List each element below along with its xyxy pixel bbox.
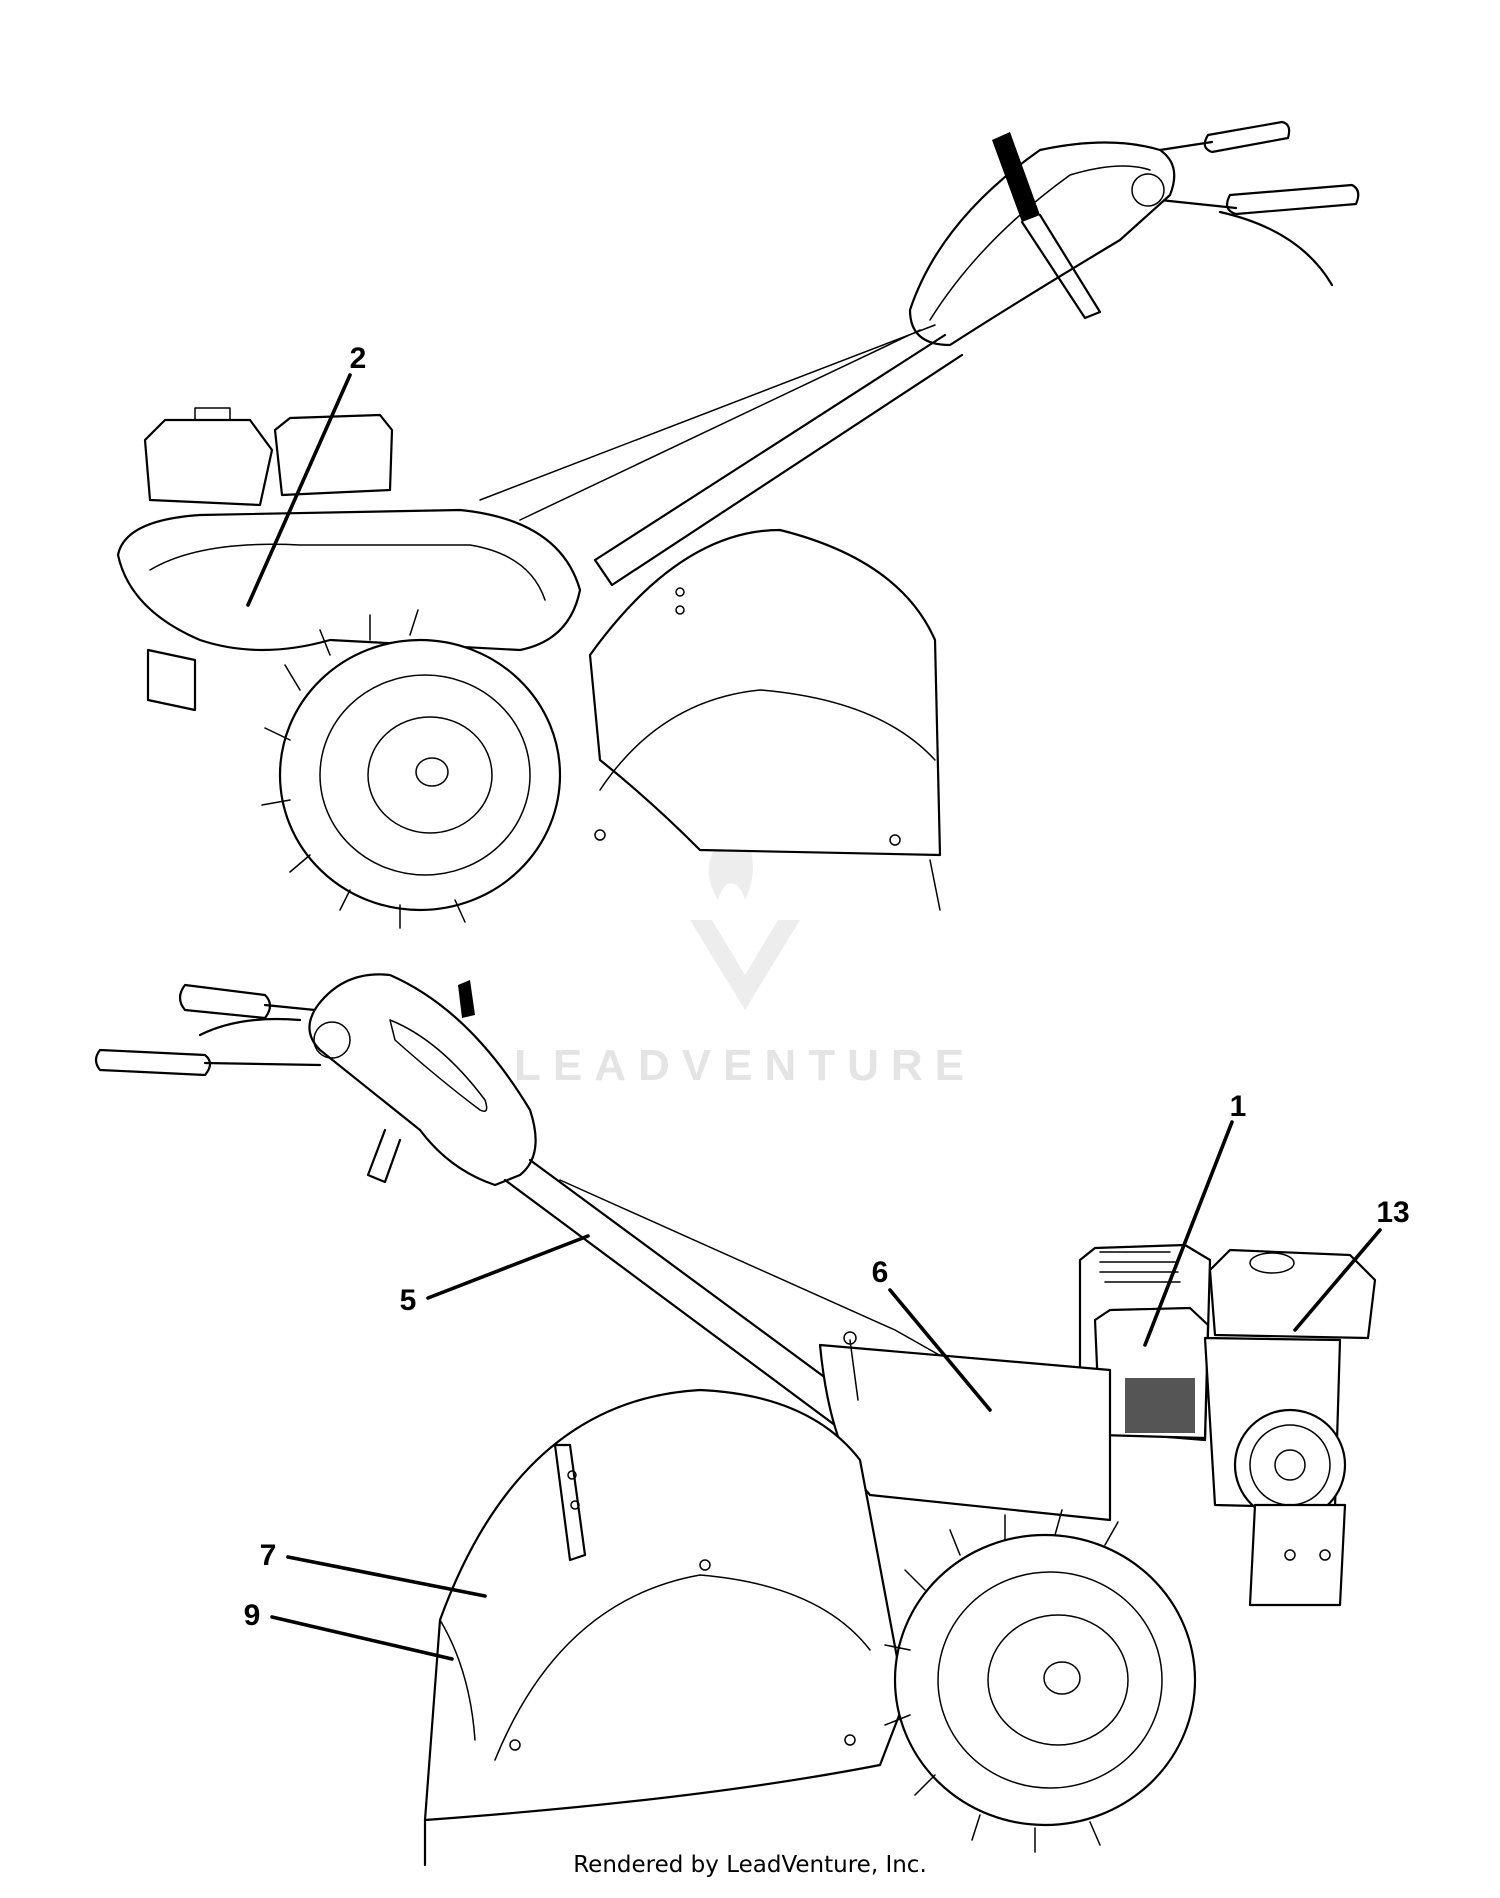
bottom-hood-bolt-c <box>509 1739 521 1751</box>
callout-numbers: 2 1 13 6 5 7 9 <box>244 342 1410 1632</box>
bottom-shift-lever-knob <box>458 980 475 1018</box>
watermark-brand-text: LEADVENTURE <box>514 1041 976 1090</box>
top-side-shield-inner <box>149 543 546 601</box>
bottom-recoil-starter <box>1233 1408 1347 1522</box>
bottom-handle-console <box>308 973 537 1187</box>
top-hood-hole-b <box>675 605 685 615</box>
bottom-latch-hole-b <box>570 1500 580 1510</box>
top-hood-hole-a <box>675 587 685 597</box>
bottom-hood-inner-edge <box>439 1619 476 1741</box>
bottom-latch-hole-a <box>567 1470 577 1480</box>
top-handle-bar <box>1158 140 1334 287</box>
bottom-handle-bar <box>198 1003 322 1067</box>
top-depth-bracket <box>146 648 197 712</box>
bottom-fuel-cap <box>1249 1252 1295 1274</box>
bottom-handle-grip-lower <box>94 1048 212 1077</box>
leader-7 <box>286 1555 487 1598</box>
watermark-v-icon <box>690 920 800 1010</box>
leader-13 <box>1293 1228 1382 1332</box>
bottom-hood-bolt-a <box>699 1559 711 1571</box>
top-handle-grip-upper <box>1203 120 1291 154</box>
top-wheel-hub <box>367 716 493 834</box>
bottom-console-mount <box>366 1128 402 1184</box>
bottom-handle-grip-upper <box>178 983 272 1020</box>
callout-number-1: 1 <box>1230 1090 1247 1123</box>
bottom-wheel-axle <box>1043 1661 1081 1695</box>
top-fuel-cap <box>194 407 231 421</box>
top-console-detail <box>929 165 1151 321</box>
bottom-tire-treads <box>884 1509 1119 1853</box>
leadventure-watermark: LEADVENTURE <box>514 815 976 1090</box>
bottom-hood-rear-panel <box>494 1574 871 1761</box>
bottom-wheel-hub <box>987 1614 1129 1746</box>
bottom-engine-label-decal <box>1125 1378 1195 1433</box>
top-hood-rear <box>599 689 936 791</box>
top-shift-lever-rod <box>1020 213 1102 320</box>
top-wheel-rim <box>319 674 531 876</box>
bottom-tine-hood <box>423 1388 907 1822</box>
bottom-hood-latch <box>553 1443 587 1562</box>
top-tire-treads <box>261 609 466 929</box>
top-wheel-axle <box>415 757 449 787</box>
callout-number-2: 2 <box>350 342 367 375</box>
render-credit: Rendered by LeadVenture, Inc. <box>573 1852 927 1878</box>
callout-number-9: 9 <box>244 1599 261 1632</box>
leader-6 <box>888 1288 992 1412</box>
leader-9 <box>270 1615 454 1661</box>
bottom-dipstick-knob <box>843 1331 857 1345</box>
callout-number-7: 7 <box>260 1539 277 1572</box>
top-handle-grip-lower <box>1225 183 1360 216</box>
bottom-tiller-illustration <box>94 973 1377 1867</box>
top-hood-bolt-b <box>889 834 901 846</box>
callout-number-5: 5 <box>400 1284 417 1317</box>
top-engine-air-filter <box>273 413 394 497</box>
top-side-shield <box>116 508 582 652</box>
callout-leaders <box>246 373 1382 1661</box>
top-control-cable <box>479 324 936 521</box>
top-handle-console <box>908 141 1176 347</box>
bottom-hood-bolt-b <box>844 1734 856 1746</box>
leader-5 <box>426 1234 590 1300</box>
bottom-wheel-tire <box>893 1533 1197 1827</box>
top-engine-fuel-tank <box>143 418 274 507</box>
bottom-console-pivot <box>313 1021 351 1059</box>
bottom-bracket-bolt-a <box>1284 1549 1296 1561</box>
top-wheel-tire <box>278 638 562 912</box>
callout-number-6: 6 <box>872 1256 889 1289</box>
leader-1 <box>1143 1120 1234 1347</box>
bottom-engine-fuel-tank <box>1208 1248 1377 1340</box>
bottom-dipstick <box>849 1339 859 1401</box>
top-tine-hood <box>588 528 942 857</box>
bottom-bracket-bolt-b <box>1319 1549 1331 1561</box>
bottom-console-window <box>389 1019 488 1112</box>
top-hood-flap <box>929 859 941 911</box>
top-tiller-illustration <box>116 120 1360 929</box>
bottom-recoil-starter-center <box>1274 1449 1306 1481</box>
bottom-depth-bracket <box>1248 1503 1347 1607</box>
top-console-pivot <box>1131 173 1165 207</box>
callout-number-13: 13 <box>1376 1196 1409 1229</box>
top-shift-lever-knob <box>992 132 1040 222</box>
leader-2 <box>246 373 352 607</box>
top-hood-bolt-a <box>594 829 606 841</box>
bottom-wheel-rim <box>937 1571 1163 1789</box>
bottom-engine-cooling-fins <box>1099 1251 1181 1283</box>
top-handle-tube <box>593 333 964 587</box>
